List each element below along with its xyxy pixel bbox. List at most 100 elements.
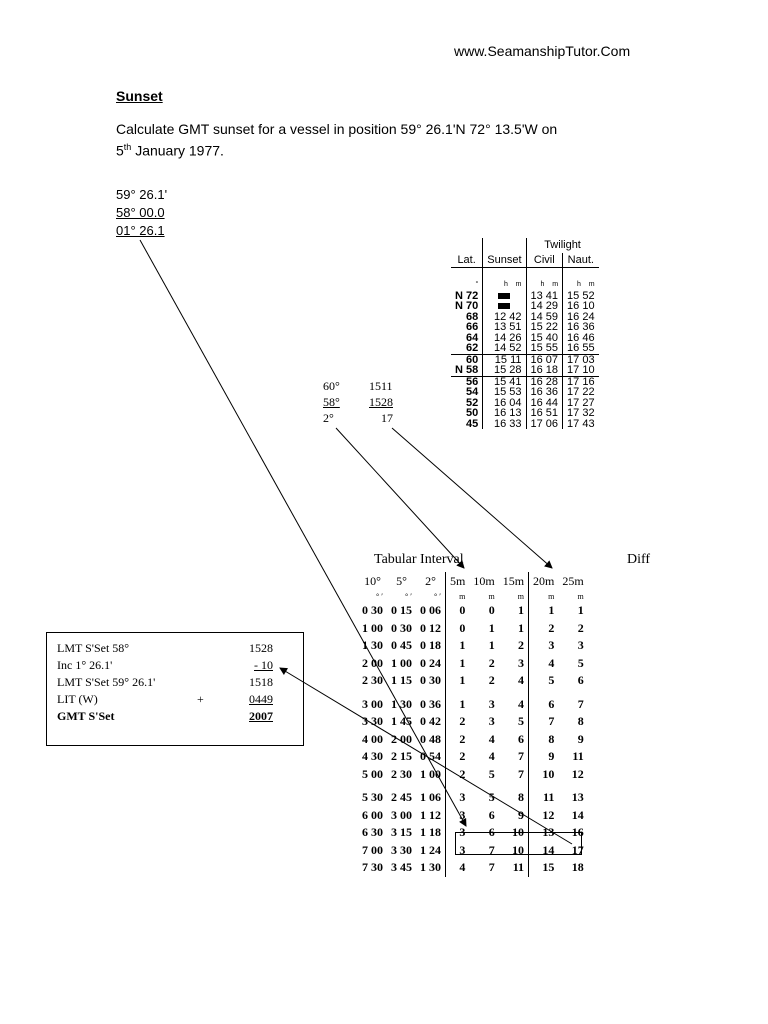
result-label-2: Inc 1° 26.1'	[57, 658, 113, 672]
sunset-cell-naut: 17 16	[562, 376, 599, 387]
tabular-cell: 2 15	[391, 749, 412, 764]
sunset-cell-civil: 16 18	[525, 365, 563, 377]
tabular-unit: m	[517, 591, 525, 601]
tabular-cell: 1	[488, 620, 495, 635]
tabular-cell: 7	[528, 713, 559, 731]
tabular-cell: 0	[445, 619, 470, 637]
sunset-cell-naut: 16 24	[562, 311, 599, 322]
no-sunset-bar	[498, 292, 511, 299]
tabular-cell: 1 45	[391, 714, 412, 729]
tabular-unit: m	[445, 590, 470, 602]
tabular-cell: 2	[488, 655, 495, 670]
tabular-cell: 6	[528, 695, 559, 713]
result-box: LMT S'Set 58° 1528 Inc 1° 26.1' - 10 LMT…	[46, 632, 304, 746]
tabular-cell: 1 06	[420, 790, 441, 805]
tabular-cell: 1 00	[362, 620, 383, 635]
tabular-cell: 5 00	[362, 766, 383, 781]
difference-heading: Diff	[627, 552, 651, 567]
sunset-cell-lat: N 70	[455, 300, 479, 312]
highlight-box	[455, 832, 582, 855]
lat-line-3: 01° 26.1	[116, 223, 165, 238]
tabular-cell: 1 24	[420, 842, 441, 857]
tabular-cell: 1 00	[391, 655, 412, 670]
tabular-cell: 0 42	[420, 714, 441, 729]
sunset-cell-sunset: 15 28	[482, 365, 526, 377]
sunset-cell-sunset	[482, 290, 526, 301]
tabular-col-header: 5°	[396, 573, 407, 588]
sunset-cell-naut: 17 43	[562, 418, 599, 429]
sunset-cell-lat: 56	[466, 375, 479, 388]
tabular-cell: 3 00	[362, 696, 383, 711]
tabular-cell: 8	[577, 714, 584, 729]
tabular-cell: 3	[577, 638, 584, 653]
sunset-cell-sunset: 14 52	[482, 343, 526, 354]
sunset-cell-naut: 17 27	[562, 397, 599, 408]
interp-time-60: 1511	[369, 379, 393, 393]
tabular-cell: 4 00	[362, 731, 383, 746]
sunset-cell-sunset: 15 11	[482, 353, 526, 365]
sunset-cell-lat: 62	[466, 342, 479, 354]
tabular-cell: 8	[528, 730, 559, 748]
sunset-cell-civil: 16 44	[525, 397, 563, 408]
tabular-cell: 1 00	[420, 766, 441, 781]
sunset-cell-naut: 15 52	[562, 290, 599, 301]
tabular-cell: 6 00	[362, 807, 383, 822]
sunset-cell-lat: 45	[466, 417, 479, 430]
unit-naut: h m	[562, 267, 599, 291]
sunset-cell-naut: 16 36	[562, 322, 599, 333]
page-title: Sunset	[116, 88, 163, 104]
tabular-unit: ° ′	[376, 591, 383, 601]
tabular-cell: 4	[528, 654, 559, 672]
sunset-cell-civil: 14 59	[525, 311, 563, 322]
tabular-cell: 2 30	[391, 766, 412, 781]
tabular-cell: 0 36	[420, 696, 441, 711]
tabular-cell: 0	[445, 602, 470, 620]
tabular-cell: 3 30	[362, 714, 383, 729]
tabular-cell: 3 30	[391, 842, 412, 857]
tabular-cell: 0	[488, 603, 495, 618]
sunset-cell-civil: 17 06	[525, 418, 563, 429]
result-value-5: 2007	[249, 709, 273, 723]
tabular-cell: 18	[571, 860, 584, 875]
sunset-cell-sunset: 12 42	[482, 311, 526, 322]
result-sign-4: +	[197, 692, 204, 706]
sunset-cell-naut: 17 10	[562, 365, 599, 377]
arrow-10-to-result	[279, 667, 573, 845]
tabular-cell: 1	[488, 638, 495, 653]
sunset-cell-civil: 15 55	[525, 343, 563, 354]
tabular-cell: 1	[518, 620, 525, 635]
tabular-cell: 0 15	[391, 603, 412, 618]
sunset-cell-sunset: 15 41	[482, 376, 526, 387]
tabular-cell: 12	[571, 766, 584, 781]
tabular-cell: 9	[528, 748, 559, 766]
tabular-cell: 11	[572, 749, 584, 764]
tabular-cell: 4	[445, 859, 470, 877]
sunset-cell-lat: 52	[466, 396, 479, 409]
task-day-suffix: th	[123, 142, 132, 152]
task-day: 5	[116, 142, 124, 159]
arrow-lat-diff-to-table	[139, 239, 467, 827]
sunset-cell-naut: 16 10	[562, 301, 599, 312]
sunset-cell-naut: 16 55	[562, 343, 599, 354]
tabular-cell: 1	[445, 654, 470, 672]
tabular-col-header: 15m	[502, 573, 525, 588]
tabular-cell: 0 30	[420, 673, 441, 688]
tabular-gap	[358, 783, 588, 789]
unit-civil: h m	[525, 267, 563, 291]
unit-deg: °	[475, 281, 479, 288]
tabular-cell: 7	[577, 696, 584, 711]
tabular-cell: 2	[577, 620, 584, 635]
tabular-cell: 4	[518, 696, 525, 711]
tabular-cell: 2	[445, 730, 470, 748]
tabular-cell: 3 15	[391, 825, 412, 840]
tabular-cell: 7	[488, 860, 495, 875]
